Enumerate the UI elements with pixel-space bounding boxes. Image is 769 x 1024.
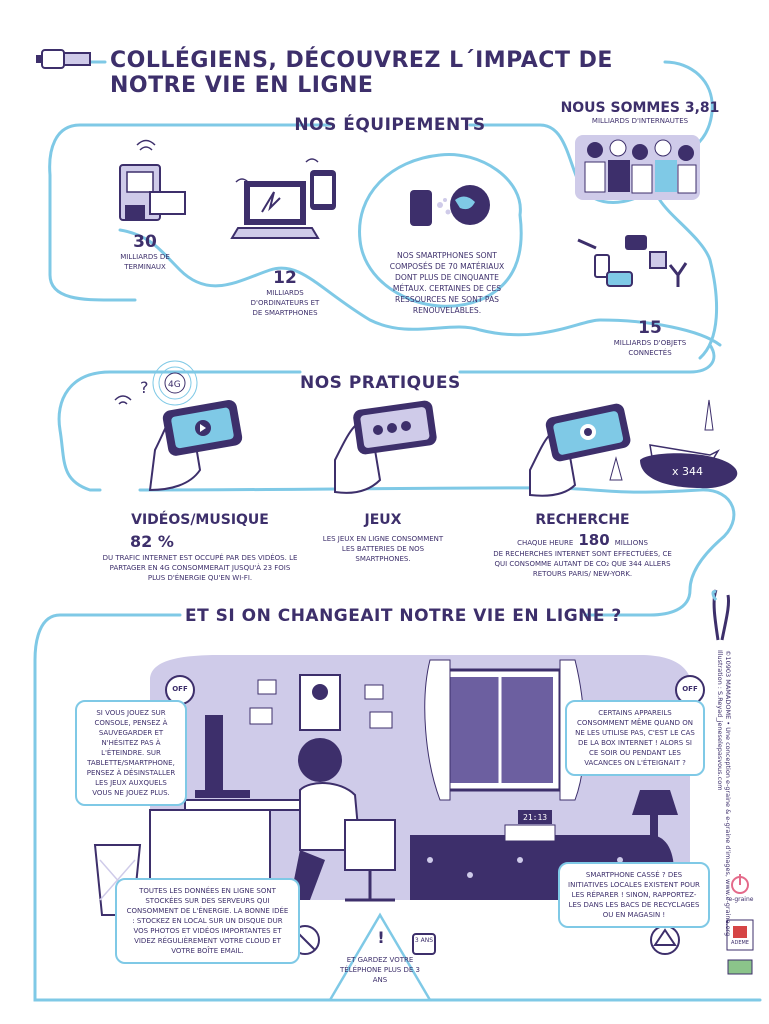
recherche-suffix: millions [614, 539, 648, 547]
ademe-logo-label: ADEME [731, 940, 749, 946]
usb-plug-icon [36, 49, 91, 69]
recherche-stat-line: Chaque heure 180 millions [490, 530, 675, 549]
svg-text:?: ? [140, 378, 149, 397]
ordinateurs-number: 12 [273, 268, 297, 288]
phone-3ans-badge: 3 ans [412, 933, 436, 955]
ademe-logo [726, 919, 754, 951]
videos-stat: 82 % [130, 532, 174, 551]
plant-decoration [711, 589, 730, 641]
internautes-number: Nous sommes 3,81 [560, 100, 720, 116]
ordinateurs-stat: 12 milliards d'ordinateurs et de smartph… [245, 268, 325, 318]
terminal-kiosk-icon [119, 139, 186, 221]
tip-smartphone: Smartphone cassé ? Des initiatives local… [558, 862, 710, 928]
bedroom-scene-illustration: 21:13 [93, 655, 694, 916]
jeux-text: Les jeux en ligne consomment les batteri… [322, 535, 444, 563]
section-heading-pratiques: Nos pratiques [300, 373, 461, 393]
hand-phone-video-illustration: 4G ? [114, 360, 243, 492]
credits-line-2: Illustration : S.Reyad_jeneselepasvous.c… [716, 650, 724, 791]
jeux-title: Jeux [364, 512, 402, 528]
internautes-stat: Nous sommes 3,81 milliards d'internautes [555, 100, 725, 126]
recherche-block: Recherche Chaque heure 180 millions de r… [490, 512, 675, 579]
warning-triangle-icon [327, 912, 433, 1002]
phone-materials-icon [410, 185, 490, 226]
page-title: Collégiens, découvrez l´impact de notre … [110, 48, 613, 98]
network-4g-label: 4G [168, 380, 181, 390]
money-icon [727, 959, 753, 975]
objets-label: milliards d'objets connectés [613, 339, 687, 357]
tip-console: Si vous jouez sur console, pensez à sauv… [75, 700, 187, 806]
objets-stat: 15 milliards d'objets connectés [600, 318, 700, 358]
credits-line-1: ©10903 MAMADOME • Une conception e-grain… [724, 650, 732, 937]
ordinateurs-label: milliards d'ordinateurs et de smartphone… [250, 289, 320, 317]
terminaux-label: milliards de terminaux [120, 253, 170, 271]
internautes-crowd-illustration [575, 135, 700, 200]
recherche-stat: 180 [578, 531, 610, 549]
egraine-logo [731, 874, 749, 894]
tip-appareils: Certains appareils consomment même quand… [565, 700, 705, 776]
terminaux-number: 30 [133, 232, 157, 252]
off-label-right: OFF [682, 685, 698, 693]
jeux-block: Jeux Les jeux en ligne consomment les ba… [318, 512, 448, 564]
connected-objects-icon [577, 235, 688, 287]
internautes-label: milliards d'internautes [591, 117, 689, 125]
recherche-title: Recherche [535, 512, 630, 528]
plane-city-illustration: x 344 [609, 399, 738, 489]
section-heading-changer: Et si on changeait notre vie en ligne ? [185, 606, 622, 626]
egraine-logo-label: e-graine [728, 896, 754, 903]
recycle-icon [650, 925, 680, 955]
flights-count: x 344 [672, 465, 703, 478]
recherche-prefix: Chaque heure [517, 539, 574, 547]
flow-line [33, 60, 762, 1002]
hand-phone-game-illustration [334, 400, 437, 494]
videos-title: Vidéos/musique [131, 512, 269, 528]
laptop-icon [230, 178, 320, 239]
smartphone-icon [305, 158, 336, 210]
tip-telephone: Et gardez votre téléphone plus de 3 ans [340, 956, 420, 984]
videos-text: du trafic internet est occupé par des vi… [102, 554, 298, 582]
tip-donnees: Toutes les données en ligne sont stockée… [115, 878, 300, 964]
section-heading-equipements: Nos équipements [294, 115, 486, 135]
warning-exclamation: ! [377, 928, 385, 947]
off-label-left: OFF [172, 685, 188, 693]
materiaux-text: Nos smartphones sont composés de 70 maté… [389, 251, 505, 315]
terminaux-stat: 30 milliards de terminaux [110, 232, 180, 272]
videos-block: Vidéos/musique 82 % du trafic internet e… [100, 512, 300, 583]
recherche-text: de recherches internet sont effectuées, … [493, 550, 672, 578]
hand-phone-search-illustration [529, 403, 631, 497]
alarm-clock-time: 21:13 [523, 813, 547, 822]
credits: ©10903 MAMADOME • Une conception e-grain… [716, 650, 732, 937]
objets-number: 15 [638, 318, 662, 338]
